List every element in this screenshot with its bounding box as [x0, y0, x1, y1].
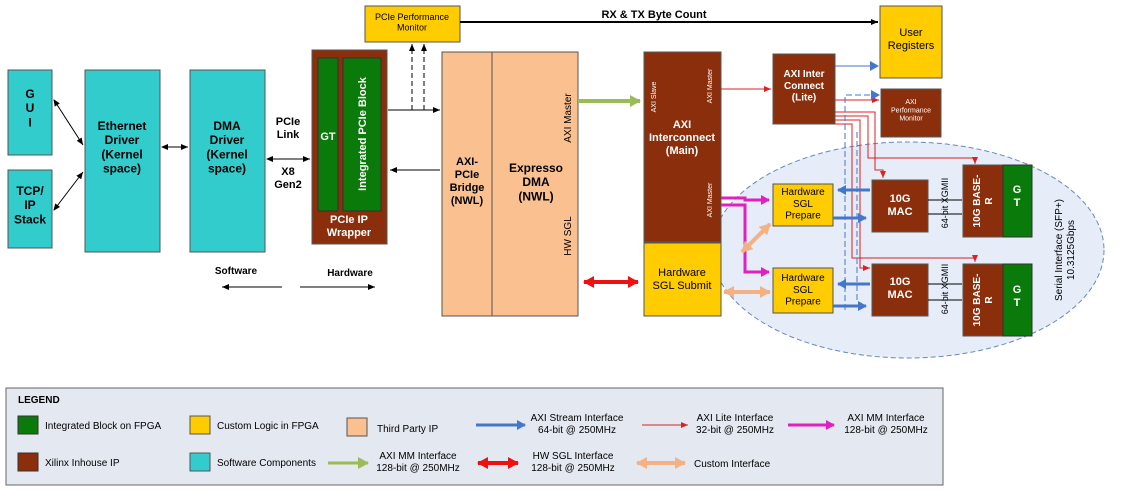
- base-r-1-label: 10G BASE-R: [972, 175, 995, 228]
- axi-ic-main-block: [643, 51, 722, 243]
- legend-custom-swatch: [189, 415, 211, 435]
- serial-interface-label: Serial Interface (SFP+)10.3125Gbps: [1054, 199, 1077, 301]
- integrated-pcie-label: Integrated PCIe Block: [357, 76, 369, 191]
- axi-master-vert-label: AXI Master: [563, 93, 574, 143]
- legend-integrated-label: Integrated Block on FPGA: [45, 421, 162, 432]
- tcp-eth-arrow: [53, 171, 84, 211]
- axi-ic-lite-block: [772, 53, 836, 125]
- lite-to-baser2: [835, 123, 978, 262]
- lite-to-mac2: [835, 119, 870, 271]
- dma-driver-block: [189, 69, 266, 253]
- mm-arrow-1: [721, 195, 770, 205]
- legend-software-swatch: [189, 452, 211, 472]
- ethernet-driver-block: [84, 69, 161, 253]
- gui-eth-arrow: [53, 99, 84, 146]
- gt-2-block: [1002, 263, 1033, 337]
- gui-block: [7, 69, 53, 156]
- axi-pcie-bridge-block: [441, 51, 493, 317]
- serial-interface-region: [711, 141, 1105, 359]
- user-registers-block: [879, 5, 943, 79]
- hw-sgl-prepare-1-block: [772, 183, 834, 227]
- software-label: Software: [215, 266, 258, 277]
- legend-xilinx-label: Xilinx Inhouse IP: [45, 458, 120, 469]
- legend-title: LEGEND: [18, 395, 60, 406]
- axi-perf-monitor-block: [880, 88, 942, 138]
- gt-left-block: [317, 57, 339, 212]
- lite-to-mac1: [835, 111, 886, 178]
- hw-sgl-vert-label: HW SGL: [563, 216, 574, 256]
- base-r-2-label: 10G BASE-R: [972, 274, 995, 327]
- base-r-1-block: [962, 164, 1004, 238]
- axi-master-small-bottom-label: AXI Master: [707, 182, 714, 217]
- legend-thirdparty-swatch: [346, 417, 368, 437]
- hw-sgl-submit-block: [643, 242, 722, 317]
- tcpip-block: [7, 169, 53, 249]
- expresso-dma-block: [491, 51, 579, 317]
- custom-if-arrow-1: [740, 222, 772, 254]
- rx-tx-label: RX & TX Byte Count: [601, 9, 706, 21]
- axi-slave-label: AXI Slave: [651, 82, 658, 113]
- legend-xilinx-swatch: [17, 452, 39, 472]
- lite-to-baser1: [835, 115, 978, 164]
- legend-custom-if-label: Custom Interface: [694, 459, 771, 470]
- axi-master-small-top-label: AXI Master: [707, 68, 714, 103]
- xgmii-2-label: 64-bit XGMII: [940, 264, 950, 315]
- xgmii-1-label: 64-bit XGMII: [940, 178, 950, 229]
- gt-1-block: [1002, 164, 1033, 238]
- integrated-pcie-block: [342, 57, 382, 212]
- gt-left-label: GT: [320, 131, 336, 143]
- hw-sgl-prepare-2-block: [772, 267, 834, 314]
- legend-integrated-swatch: [17, 415, 39, 435]
- legend-custom-label: Custom Logic in FPGA: [217, 421, 319, 432]
- hardware-label: Hardware: [327, 268, 373, 279]
- mac-2-block: [871, 263, 929, 317]
- legend-software-label: Software Components: [217, 458, 316, 469]
- mac-1-block: [871, 179, 929, 233]
- legend-thirdparty-label: Third Party IP: [377, 424, 438, 435]
- legend-box: [5, 387, 944, 486]
- pcie-perf-monitor-block: [364, 5, 461, 43]
- monitor-dash-1: [844, 90, 880, 310]
